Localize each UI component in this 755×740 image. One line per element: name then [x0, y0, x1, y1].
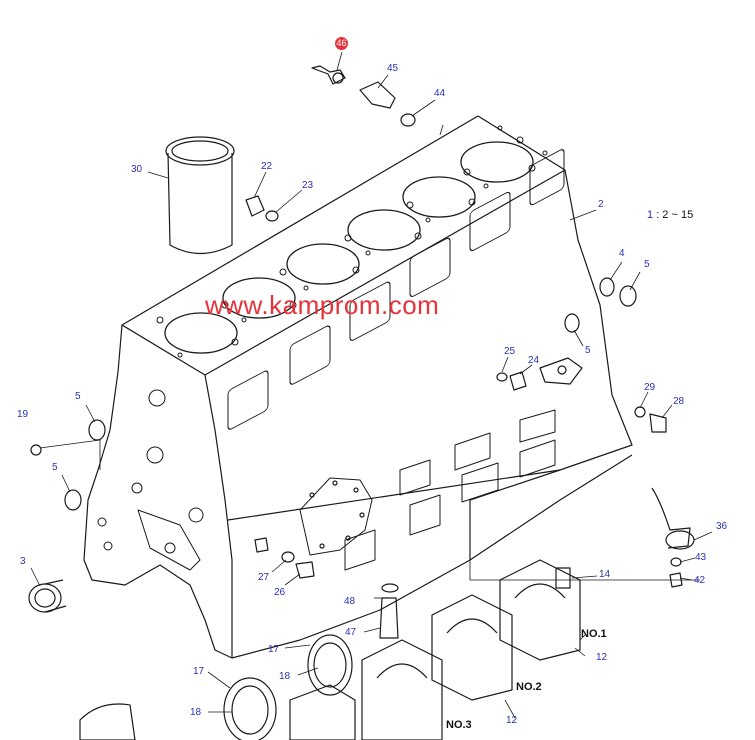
callout-18-lower[interactable]: 18 [190, 707, 202, 718]
seal-4 [599, 277, 615, 297]
cylinder-bores [164, 141, 534, 354]
callout-5-mid[interactable]: 5 [585, 345, 591, 356]
reference-number: 1 [647, 209, 654, 221]
o-ring-44 [400, 113, 416, 127]
sensor-46 [311, 65, 346, 85]
bolt-47 [379, 597, 399, 639]
callout-5-left-upper[interactable]: 5 [75, 391, 81, 402]
thrust-washer-17-lower [223, 677, 277, 740]
thrust-washer-17 [307, 634, 353, 696]
plug-28 [649, 413, 667, 433]
callout-14[interactable]: 14 [599, 569, 611, 580]
seal-5-mid [564, 313, 580, 333]
callout-30[interactable]: 30 [131, 164, 143, 175]
plug-22 [245, 195, 265, 217]
callout-45[interactable]: 45 [387, 63, 399, 74]
bearing-cap-no2 [431, 594, 513, 701]
callout-48[interactable]: 48 [344, 596, 356, 607]
callout-19[interactable]: 19 [17, 409, 29, 420]
seal-5-left-upper [88, 419, 106, 441]
dowel-14 [555, 567, 571, 589]
callout-18-upper[interactable]: 18 [279, 671, 291, 682]
plug-25 [509, 371, 527, 391]
callout-25[interactable]: 25 [504, 346, 516, 357]
callout-23[interactable]: 23 [302, 180, 314, 191]
callout-27[interactable]: 27 [258, 572, 270, 583]
callout-17-lower[interactable]: 17 [193, 666, 205, 677]
washer-27 [281, 551, 295, 563]
bearing-shell-lower [79, 703, 136, 740]
leader-19 [39, 439, 101, 470]
callout-5-right[interactable]: 5 [644, 259, 650, 270]
callout-36[interactable]: 36 [716, 521, 728, 532]
seal-5-left-lower [64, 489, 82, 511]
bolt-27 [254, 537, 269, 553]
callout-12-no1[interactable]: 12 [596, 652, 608, 663]
callout-4[interactable]: 4 [619, 248, 625, 259]
deck-bolt-holes [156, 125, 548, 358]
callout-12-no2[interactable]: 12 [506, 715, 518, 726]
seal-5-right [619, 285, 637, 307]
bearing-cap-no3 [361, 639, 443, 740]
o-ring-19 [30, 444, 42, 456]
fitting-45 [359, 81, 396, 109]
washer-48 [381, 583, 399, 593]
bearing-cap-no1 [499, 559, 581, 661]
plug-26 [295, 561, 315, 579]
callout-44[interactable]: 44 [434, 88, 446, 99]
bearing-label-no2: NO.2 [516, 681, 542, 693]
washer-25 [496, 372, 508, 382]
callout-24[interactable]: 24 [528, 355, 540, 366]
washer-29 [634, 406, 646, 418]
oil-jet-36 [651, 487, 695, 550]
leader-lines [30, 51, 713, 719]
cylinder-liner [165, 136, 235, 254]
callout-22[interactable]: 22 [261, 161, 273, 172]
watermark: www.kamprom.com [205, 290, 440, 320]
callout-28[interactable]: 28 [673, 396, 685, 407]
bearing-label-no3: NO.3 [446, 719, 472, 731]
rear-plate [299, 477, 373, 556]
thrust-washer-18 [313, 642, 347, 688]
callout-43[interactable]: 43 [695, 552, 707, 563]
bearing-label-no1: NO.1 [581, 628, 607, 640]
bolt-42 [669, 572, 683, 588]
bearing-cap-partial [289, 684, 356, 740]
callout-3[interactable]: 3 [20, 556, 26, 567]
callout-5-left-lower[interactable]: 5 [52, 462, 58, 473]
bushing-3 [28, 579, 67, 613]
callout-26[interactable]: 26 [274, 587, 286, 598]
reference-range: : 2 ~ 15 [656, 209, 694, 221]
callout-2[interactable]: 2 [598, 199, 604, 210]
reference-note: 1 : 2 ~ 15 [647, 210, 693, 221]
washer-43 [670, 557, 682, 567]
cover-24 [539, 357, 583, 385]
callout-46[interactable]: 46 [335, 37, 348, 50]
callout-42[interactable]: 42 [694, 575, 706, 586]
cylinder-block [83, 115, 633, 659]
callout-17-upper[interactable]: 17 [268, 644, 280, 655]
callout-29[interactable]: 29 [644, 382, 656, 393]
thrust-washer-18-lower [231, 685, 269, 735]
callout-47[interactable]: 47 [345, 627, 357, 638]
washer-23 [265, 210, 279, 222]
